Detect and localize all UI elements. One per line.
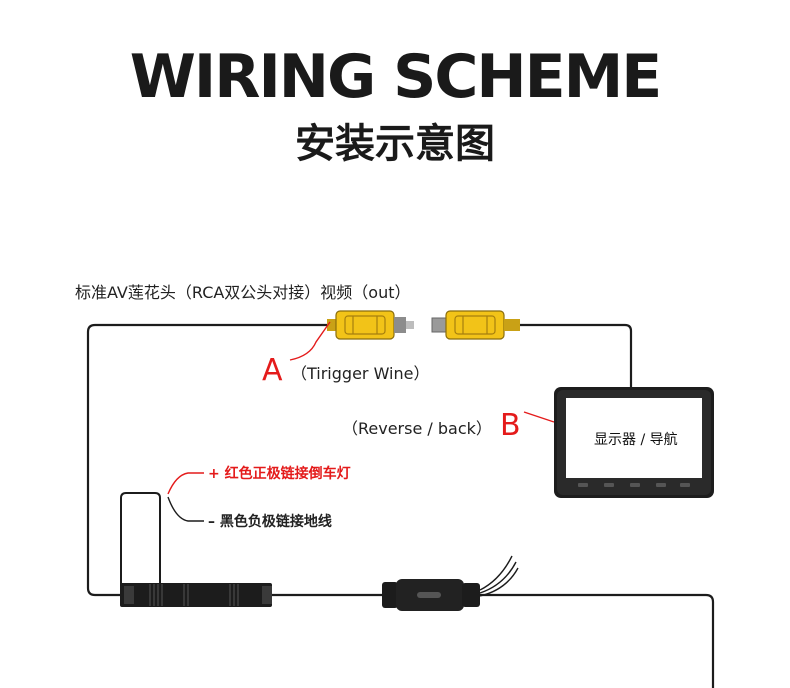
negative-wire-label: – 黑色负极链接地线 <box>208 514 332 530</box>
marker-b: B <box>500 408 521 443</box>
reverse-back-label: （Reverse / back） <box>342 419 492 438</box>
power-box <box>382 555 519 611</box>
pointer-b <box>523 411 555 423</box>
harness-connector <box>120 583 272 607</box>
page-title: WIRING SCHEME <box>129 42 663 112</box>
rca-plug-left <box>327 310 414 340</box>
pointer-a <box>289 321 331 361</box>
monitor-cable <box>520 323 633 388</box>
marker-a: A <box>262 353 283 388</box>
trigger-cable <box>120 492 161 595</box>
pointer-negative <box>167 496 204 522</box>
page-subtitle: 安装示意图 <box>295 121 495 167</box>
positive-wire-label: + 红色正极链接倒车灯 <box>208 466 351 482</box>
trigger-wire-label: （Tirigger Wine） <box>291 364 430 383</box>
pointer-positive <box>167 472 204 495</box>
video-cable <box>86 323 332 597</box>
monitor-screen-label: 显示器 / 导航 <box>594 432 678 448</box>
rca-connector-label: 标准AV莲花头（RCA双公头对接）视频（out） <box>75 283 411 302</box>
monitor <box>554 387 714 498</box>
rca-jack-right <box>431 310 520 340</box>
power-cable <box>272 593 715 688</box>
